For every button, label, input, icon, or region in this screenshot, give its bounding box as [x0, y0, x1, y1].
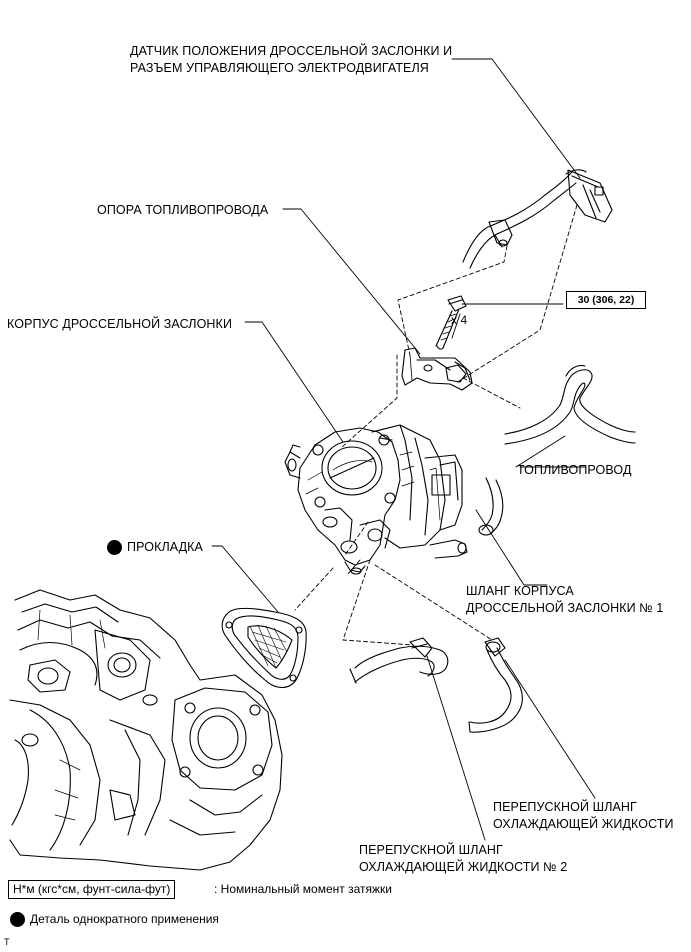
- label-tb-hose-line1: ШЛАНГ КОРПУСА: [466, 584, 574, 598]
- assembly-dashed-lines: [294, 204, 578, 646]
- tps-connector-harness: [462, 169, 613, 269]
- label-gasket: ПРОКЛАДКА: [127, 540, 203, 554]
- legend-single-use-icon: [10, 912, 25, 927]
- fuel-pipe: [504, 364, 636, 445]
- label-bypass-hose-line1: ПЕРЕПУСКНОЙ ШЛАНГ: [493, 800, 637, 814]
- label-tb-hose-line2: ДРОССЕЛЬНОЙ ЗАСЛОНКИ № 1: [466, 601, 664, 615]
- label-tps-line1: ДАТЧИК ПОЛОЖЕНИЯ ДРОССЕЛЬНОЙ ЗАСЛОНКИ И: [130, 44, 453, 58]
- fuel-pipe-support-bracket: [401, 347, 473, 391]
- coolant-bypass-hose-2: [349, 637, 449, 684]
- intake-manifold: [9, 589, 283, 871]
- label-bolt-qty: x 4: [451, 313, 468, 327]
- legend-torque-desc: : Номинальный момент затяжки: [214, 882, 392, 896]
- label-fuel-pipe: ТОПЛИВОПРОВОД: [517, 463, 632, 477]
- label-bypass-hose-line2: ОХЛАЖДАЮЩЕЙ ЖИДКОСТИ: [493, 817, 674, 831]
- label-throttle-body: КОРПУС ДРОССЕЛЬНОЙ ЗАСЛОНКИ: [7, 317, 233, 331]
- bolt: [435, 295, 467, 350]
- label-tps-line2: РАЗЪЕМ УПРАВЛЯЮЩЕГО ЭЛЕКТРОДВИГАТЕЛЯ: [130, 61, 429, 75]
- label-bypass-hose2-line2: ОХЛАЖДАЮЩЕЙ ЖИДКОСТИ № 2: [359, 860, 568, 874]
- label-fuel-pipe-support: ОПОРА ТОПЛИВОПРОВОДА: [97, 203, 269, 217]
- label-bypass-hose2-line1: ПЕРЕПУСКНОЙ ШЛАНГ: [359, 843, 503, 857]
- leader-lines: [211, 58, 596, 841]
- single-use-part-icon: [107, 540, 122, 555]
- throttle-body-assembly: [284, 424, 468, 575]
- legend-single-use-desc: Деталь однократного применения: [30, 912, 219, 926]
- corner-mark: T: [4, 937, 10, 947]
- legend-torque-unit-box: Н*м (кгс*см, фунт-сила-фут): [8, 880, 176, 899]
- gasket: [221, 607, 307, 689]
- throttle-body-hose-1: [478, 477, 504, 536]
- torque-spec-box: 30 (306, 22): [566, 291, 646, 309]
- coolant-bypass-hose: [468, 637, 523, 733]
